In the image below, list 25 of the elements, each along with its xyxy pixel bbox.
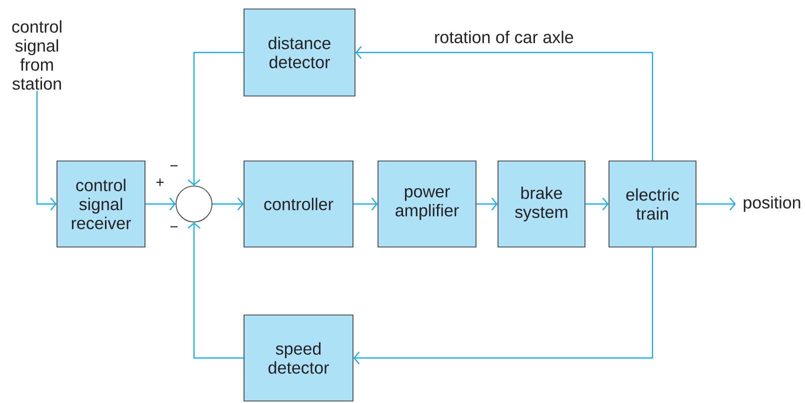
arrow: [145, 198, 176, 210]
sign-label: −: [170, 226, 178, 228]
block-box: speed detector: [244, 314, 354, 402]
arrow: [353, 247, 654, 364]
arrow: [212, 198, 244, 210]
block-box: brake system: [498, 160, 586, 248]
sign-label: −: [170, 165, 178, 166]
sign-label: +: [156, 178, 164, 186]
signal-label: control signal from station: [12, 20, 62, 90]
arrow: [353, 198, 378, 210]
arrow: [585, 198, 609, 210]
signal-label: position: [744, 196, 800, 212]
block-box: control signal receiver: [56, 160, 146, 248]
summing-junction: [176, 186, 212, 222]
arrow: [188, 222, 244, 359]
arrow: [355, 46, 654, 161]
block-box: electric train: [608, 160, 696, 248]
block-box: controller: [244, 160, 354, 248]
edge-label: rotation of car axle: [433, 30, 575, 44]
block-box: distance detector: [244, 8, 356, 96]
arrow: [476, 198, 498, 210]
arrow: [188, 52, 244, 186]
block-box: power amplifier: [378, 160, 476, 248]
arrow: [36, 90, 57, 210]
arrow: [696, 198, 736, 210]
